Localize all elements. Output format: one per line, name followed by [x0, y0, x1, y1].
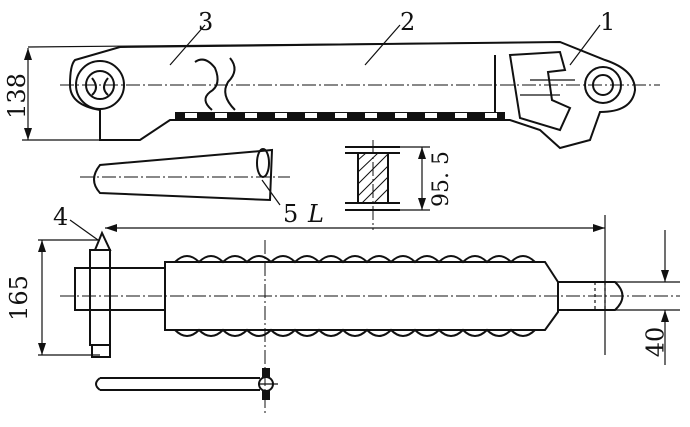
- dim-165: 165: [4, 275, 33, 321]
- section-view: [345, 140, 430, 230]
- bottom-view: [38, 219, 680, 415]
- dim-40: 40: [641, 326, 670, 358]
- bottom-pin: [95, 368, 278, 400]
- dim-95-5: 95. 5: [428, 151, 454, 207]
- callout-3: 3: [198, 8, 214, 36]
- callout-1: 1: [600, 8, 616, 36]
- callout-4: 4: [53, 203, 69, 231]
- callout-2: 2: [400, 8, 416, 36]
- wedge-pin: [80, 148, 290, 206]
- chain-strip: [175, 112, 505, 119]
- length-label: L: [308, 200, 324, 228]
- top-view: [22, 24, 660, 150]
- callout-5: 5: [283, 200, 299, 228]
- dim-138: 138: [2, 73, 31, 119]
